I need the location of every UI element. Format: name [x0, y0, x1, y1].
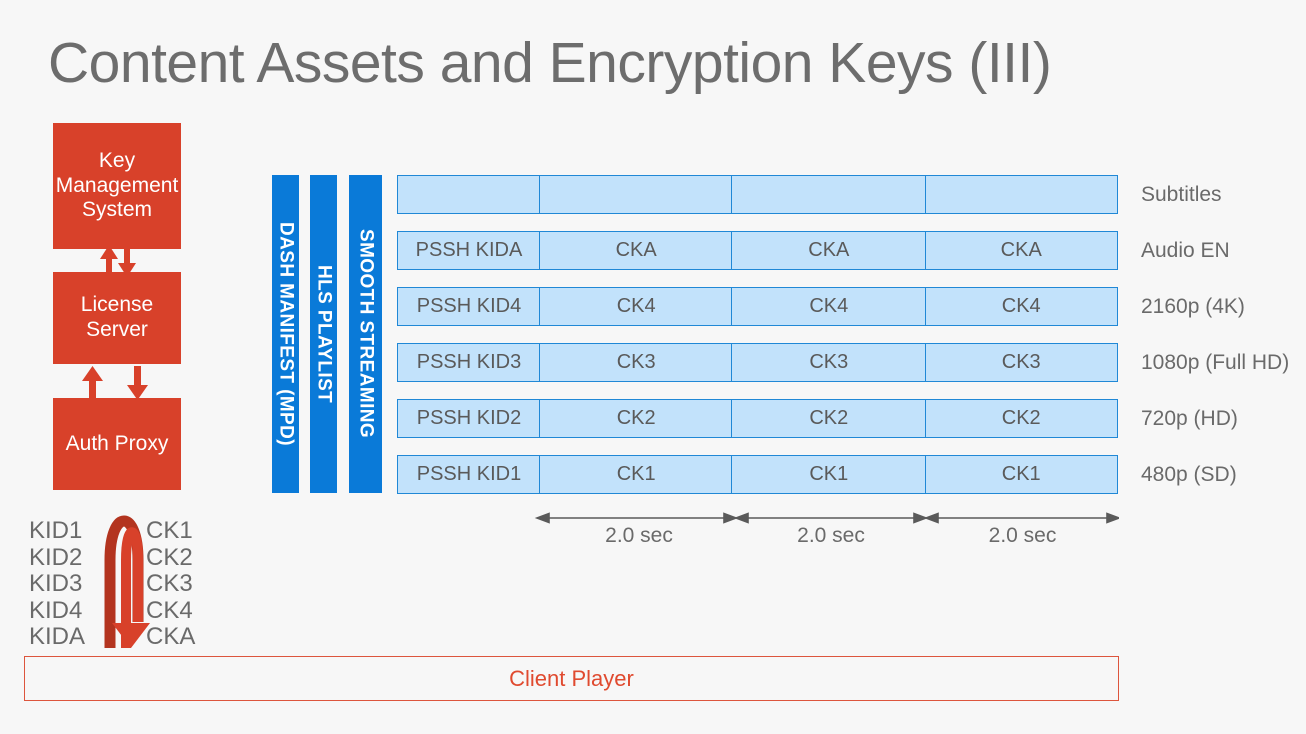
- ck-item: CK3: [146, 570, 193, 597]
- table-row: PSSH KIDA CKA CKA CKA: [397, 231, 1119, 270]
- ck-list: CK1 CK2 CK3 CK4 CKA: [146, 517, 196, 651]
- cell-segment[interactable]: CK3: [539, 343, 733, 382]
- page-title: Content Assets and Encryption Keys (III): [48, 31, 1052, 95]
- cell-segment[interactable]: CK2: [731, 399, 927, 438]
- segment-duration-label: 2.0 sec: [988, 524, 1057, 547]
- cell-pssh[interactable]: PSSH KID4: [397, 287, 541, 326]
- cell-segment[interactable]: CK3: [731, 343, 927, 382]
- segment-grid: PSSH KIDA CKA CKA CKA PSSH KID4 CK4 CK4 …: [397, 175, 1119, 494]
- ck-item: CK4: [146, 596, 193, 624]
- track-label-subtitles: Subtitles: [1141, 182, 1222, 206]
- auth-proxy-label: Auth Proxy: [65, 431, 169, 455]
- license-server-label: License Server: [80, 293, 154, 341]
- smooth-streaming-label: SMOOTH STREAMING: [355, 229, 377, 439]
- table-row: [397, 175, 1119, 214]
- cell-segment[interactable]: CK4: [924, 287, 1118, 326]
- hls-playlist-label: HLS PLAYLIST: [313, 264, 335, 404]
- segment-duration-label: 2.0 sec: [797, 524, 865, 547]
- kid-item: KID3: [29, 570, 83, 597]
- cell-segment[interactable]: [539, 175, 733, 214]
- cell-segment[interactable]: CKA: [731, 231, 927, 270]
- track-label-audio-en: Audio EN: [1141, 238, 1230, 262]
- cell-segment[interactable]: CK4: [539, 287, 733, 326]
- ck-item: CK1: [146, 517, 193, 544]
- kid-item: KID2: [29, 543, 83, 571]
- duration-arrows-icon: [534, 512, 1119, 524]
- cell-pssh[interactable]: PSSH KID3: [397, 343, 541, 382]
- segment-duration-label: 2.0 sec: [605, 524, 673, 547]
- license-server-box[interactable]: License Server: [53, 272, 181, 364]
- cell-segment[interactable]: CK1: [539, 455, 733, 494]
- dash-manifest-label: DASH MANIFEST (MPD): [275, 222, 297, 446]
- segment-duration-ruler: 2.0 sec 2.0 sec 2.0 sec: [397, 500, 1119, 566]
- key-management-system-box[interactable]: Key Management System: [53, 123, 181, 249]
- kid-item: KID4: [29, 596, 83, 624]
- arrow-license-to-auth: [127, 366, 148, 400]
- ck-item: CK2: [146, 543, 193, 571]
- cell-segment[interactable]: [924, 175, 1118, 214]
- cell-segment[interactable]: CK1: [924, 455, 1118, 494]
- arrow-auth-to-license: [82, 366, 103, 400]
- cell-pssh[interactable]: PSSH KID1: [397, 455, 541, 494]
- arrow-license-to-kms: [100, 245, 118, 274]
- track-label-2160p: 2160p (4K): [1141, 294, 1245, 318]
- table-row: PSSH KID1 CK1 CK1 CK1: [397, 455, 1119, 494]
- client-player-label: Client Player: [509, 665, 634, 691]
- cell-segment[interactable]: CK2: [539, 399, 733, 438]
- cell-pssh[interactable]: PSSH KID2: [397, 399, 541, 438]
- cell-segment[interactable]: CK3: [924, 343, 1118, 382]
- track-label-1080p: 1080p (Full HD): [1141, 350, 1290, 374]
- kid-to-ck-curved-arrow: [104, 515, 150, 648]
- table-row: PSSH KID3 CK3 CK3 CK3: [397, 343, 1119, 382]
- kid-item: KID1: [29, 517, 83, 544]
- track-label-480p: 480p (SD): [1141, 462, 1237, 486]
- cell-pssh[interactable]: PSSH KIDA: [397, 231, 541, 270]
- track-label-720p: 720p (HD): [1141, 406, 1238, 430]
- key-management-system-label: Key Management System: [55, 148, 179, 222]
- kid-item: KIDA: [29, 623, 86, 650]
- cell-segment[interactable]: CK1: [731, 455, 927, 494]
- ck-item: CKA: [146, 623, 196, 650]
- cell-segment[interactable]: CK4: [731, 287, 927, 326]
- kid-list: KID1 KID2 KID3 KID4 KIDA: [29, 517, 86, 651]
- cell-segment[interactable]: CK2: [924, 399, 1118, 438]
- hls-playlist-bar[interactable]: HLS PLAYLIST: [310, 175, 337, 493]
- smooth-streaming-bar[interactable]: SMOOTH STREAMING: [349, 175, 382, 493]
- client-player-box[interactable]: Client Player: [24, 656, 1119, 701]
- auth-proxy-box[interactable]: Auth Proxy: [53, 398, 181, 490]
- dash-manifest-bar[interactable]: DASH MANIFEST (MPD): [272, 175, 299, 493]
- cell-segment[interactable]: CKA: [924, 231, 1118, 270]
- table-row: PSSH KID2 CK2 CK2 CK2: [397, 399, 1119, 438]
- cell-pssh[interactable]: [397, 175, 541, 214]
- cell-segment[interactable]: [731, 175, 927, 214]
- cell-segment[interactable]: CKA: [539, 231, 733, 270]
- table-row: PSSH KID4 CK4 CK4 CK4: [397, 287, 1119, 326]
